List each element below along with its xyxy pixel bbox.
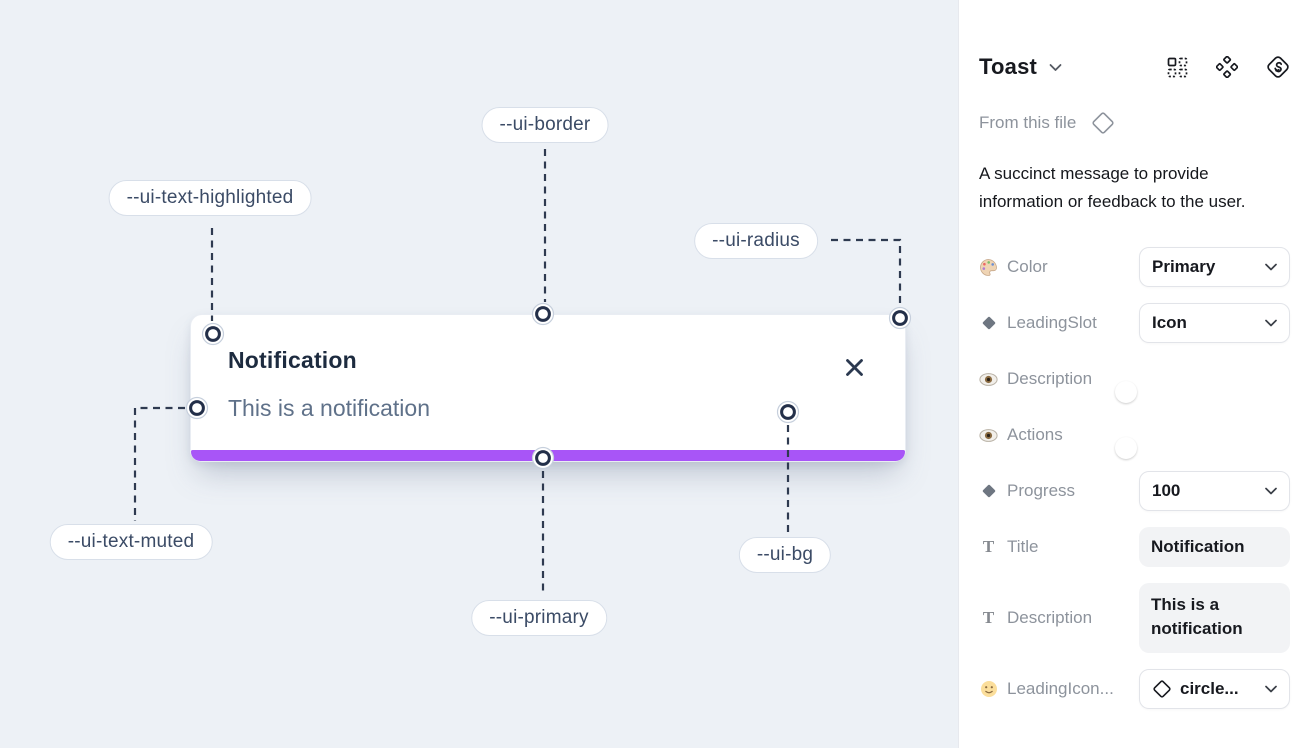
progress-select-value: 100: [1152, 481, 1181, 501]
prop-row-leadingicon: LeadingIcon... circle...: [979, 669, 1290, 710]
diamond-outline-icon: [1092, 112, 1114, 134]
palette-icon: [979, 258, 998, 277]
text-icon: T: [982, 608, 995, 628]
prop-row-description-toggle: Description: [979, 359, 1290, 404]
text-icon: T: [982, 537, 995, 557]
chevron-down-icon: [1265, 685, 1277, 693]
toast-progress-bar: [191, 450, 905, 461]
component-diamonds-icon[interactable]: [1216, 56, 1238, 78]
css-var-label-border: --ui-border: [481, 107, 609, 143]
close-icon: [845, 358, 863, 376]
prop-row-progress: Progress 100: [979, 471, 1290, 512]
toast-close-button[interactable]: [841, 354, 867, 380]
eye-icon: [979, 428, 998, 442]
description-input[interactable]: This is a notification: [1139, 583, 1290, 654]
prop-row-actions-toggle: Actions: [979, 415, 1290, 460]
css-var-label-bg: --ui-bg: [738, 537, 832, 573]
prop-label-text: Description: [1007, 369, 1093, 389]
prop-row-title: T Title Notification: [979, 527, 1290, 568]
leadingslot-select[interactable]: Icon: [1139, 303, 1290, 344]
toast-title: Notification: [228, 347, 357, 373]
prop-label-text: Title: [1007, 537, 1039, 557]
chevron-down-icon: [1049, 63, 1062, 71]
prop-label-text: Color: [1007, 257, 1048, 277]
properties-list: Color Primary LeadingSlot: [979, 247, 1290, 710]
prop-label-text: Actions: [1007, 425, 1063, 445]
component-switcher[interactable]: [1049, 63, 1062, 72]
source-label: From this file: [979, 113, 1077, 132]
prop-label-text: LeadingSlot: [1007, 313, 1097, 333]
leadingslot-select-value: Icon: [1152, 313, 1187, 333]
prop-row-leadingslot: LeadingSlot Icon: [979, 303, 1290, 344]
prop-label-text: Progress: [1007, 481, 1076, 501]
instance-grid-icon[interactable]: [1167, 57, 1188, 78]
s-diamond-icon[interactable]: [1266, 55, 1290, 79]
canvas: Notification This is a notification: [0, 0, 958, 748]
properties-panel: Toast: [958, 0, 1312, 748]
color-select-value: Primary: [1152, 257, 1216, 277]
css-var-label-text-muted: --ui-text-muted: [49, 524, 213, 560]
leadingicon-select-value: circle...: [1180, 679, 1239, 699]
css-var-label-primary: --ui-primary: [471, 600, 607, 636]
source-row: From this file: [979, 108, 1290, 138]
chevron-down-icon: [1265, 263, 1277, 271]
color-select[interactable]: Primary: [1139, 247, 1290, 288]
progress-select[interactable]: 100: [1139, 471, 1290, 512]
diamond-icon: [979, 483, 998, 499]
leadingicon-select[interactable]: circle...: [1139, 669, 1290, 710]
prop-row-description-input: T Description This is a notification: [979, 583, 1290, 654]
diamond-icon: [979, 315, 998, 331]
chevron-down-icon: [1265, 487, 1277, 495]
toast-description: This is a notification: [228, 395, 430, 421]
toast-component: Notification This is a notification: [190, 314, 906, 462]
prop-row-color: Color Primary: [979, 247, 1290, 288]
chevron-down-icon: [1265, 319, 1277, 327]
panel-header: Toast: [979, 50, 1290, 84]
title-input[interactable]: Notification: [1139, 527, 1290, 568]
css-var-label-radius: --ui-radius: [694, 223, 818, 259]
css-var-label-text-highlighted: --ui-text-highlighted: [108, 180, 312, 216]
eye-icon: [979, 372, 998, 386]
smiley-icon: [979, 680, 998, 698]
prop-label-text: Description: [1007, 608, 1093, 628]
component-description: A succinct message to provide informatio…: [979, 164, 1246, 211]
prop-label-text: LeadingIcon...: [1007, 679, 1114, 699]
diamond-outline-icon: [1152, 679, 1172, 699]
component-name: Toast: [979, 54, 1038, 79]
